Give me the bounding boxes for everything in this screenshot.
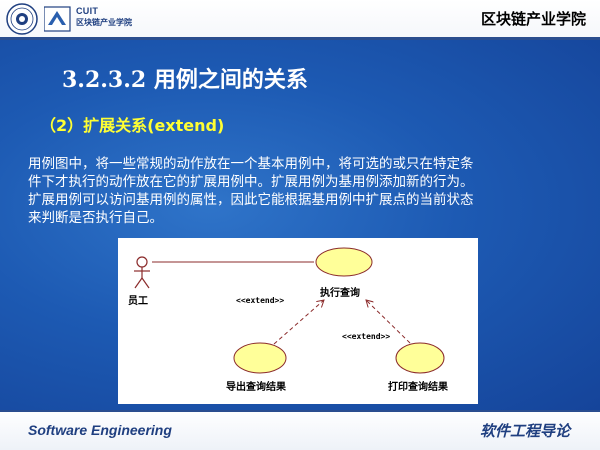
header-rule xyxy=(0,37,600,40)
logo-text: CUIT xyxy=(76,6,99,16)
use-case-diagram: 员工 执行查询 <<extend>> <<extend>> 导出查询结果 打印查… xyxy=(118,238,478,404)
extension-left-ellipse xyxy=(233,342,287,374)
header-bar xyxy=(0,0,600,38)
logo-subtext: 区块链产业学院 xyxy=(76,18,132,27)
extension-right-ellipse xyxy=(395,342,445,374)
body-line: 扩展用例可以访问基用例的属性，因此它能根据基用例中扩展点的当前状态 xyxy=(28,192,474,208)
slide-title: 3.2.3.2 用例之间的关系 xyxy=(62,67,308,93)
footer-rule xyxy=(0,410,600,412)
extension-right-label: 打印查询结果 xyxy=(388,382,448,393)
cuit-logo-icon xyxy=(44,6,71,32)
college-name: 区块链产业学院 xyxy=(480,10,586,28)
body-line: 件下才执行的动作放在它的扩展用例中。扩展用例为基用例添加新的行为。 xyxy=(28,174,474,190)
base-use-case-ellipse xyxy=(315,247,373,277)
university-seal-icon xyxy=(6,3,38,35)
body-line: 来判断是否执行自己。 xyxy=(28,210,163,226)
slide-subtitle: （2）扩展关系(extend) xyxy=(40,116,225,135)
footer-course-english: Software Engineering xyxy=(28,422,172,438)
footer-course-chinese: 软件工程导论 xyxy=(479,422,570,440)
footer-bar xyxy=(0,410,600,450)
body-paragraph: 用例图中，将一些常规的动作放在一个基本用例中，将可选的或只在特定条 件下才执行的… xyxy=(28,155,588,227)
extension-left-label: 导出查询结果 xyxy=(226,382,286,393)
body-line: 用例图中，将一些常规的动作放在一个基本用例中，将可选的或只在特定条 xyxy=(28,156,474,172)
base-use-case-label: 执行查询 xyxy=(320,288,360,299)
extend-arrow-right xyxy=(366,300,411,344)
actor-label: 员工 xyxy=(128,296,148,307)
actor-stick-figure-icon xyxy=(134,256,150,289)
stereotype-left: <<extend>> xyxy=(236,296,285,305)
stereotype-right: <<extend>> xyxy=(342,332,391,341)
extend-arrow-left xyxy=(273,300,324,345)
